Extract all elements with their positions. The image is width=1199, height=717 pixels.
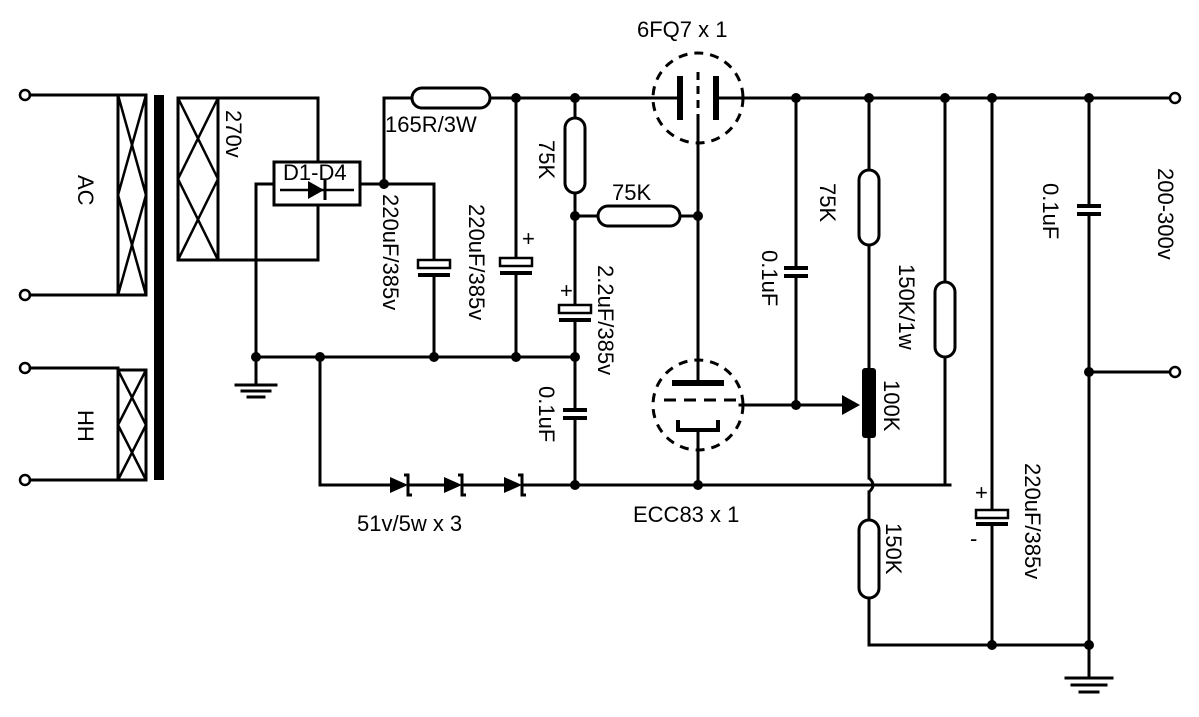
label-r-75k-b: 75K <box>612 180 651 205</box>
capacitor-0u1-c <box>1077 96 1101 680</box>
svg-text:+: + <box>975 480 988 505</box>
capacitor-0u1-a <box>563 408 587 487</box>
label-c-01-b: 0.1uF <box>757 250 782 306</box>
label-hh: HH <box>73 410 98 442</box>
diode-bridge <box>272 160 362 207</box>
capacitor-c1 <box>416 256 452 359</box>
label-output: 200-300v <box>1153 168 1178 260</box>
resistor-150k <box>857 518 881 600</box>
label-r-75k-a: 75K <box>534 140 559 179</box>
potentiometer-100k <box>842 368 876 438</box>
svg-text:+: + <box>560 278 573 303</box>
capacitor-2u2: + <box>557 278 593 412</box>
label-r-75k-c: 75K <box>815 183 840 222</box>
zener-diodes <box>390 473 526 497</box>
tube-6fq7 <box>638 51 762 150</box>
label-270v: 270v <box>221 110 246 158</box>
label-r-165: 165R/3W <box>385 112 477 137</box>
label-c3: 220uF/385v <box>1020 463 1045 579</box>
label-zener: 51v/5w x 3 <box>357 511 462 536</box>
svg-text:+: + <box>522 226 535 251</box>
capacitor-c3: + - <box>970 96 1010 647</box>
label-r-150k: 150K <box>881 523 906 575</box>
ground-right <box>1064 676 1114 694</box>
tube-ecc83 <box>651 358 850 487</box>
transformer-core <box>154 95 164 480</box>
label-c2: 220uF/385v <box>464 204 489 320</box>
label-tube2: ECC83 x 1 <box>633 502 739 527</box>
ac-input-terminals <box>18 88 120 302</box>
label-diode-bridge: D1-D4 <box>283 160 347 185</box>
hh-input-terminals <box>18 361 120 487</box>
capacitor-c2: + <box>498 96 535 359</box>
label-pot-100k: 100K <box>879 380 904 432</box>
label-tube1: 6FQ7 x 1 <box>637 17 727 42</box>
label-ac: AC <box>73 175 98 206</box>
resistor-75k-a <box>563 116 587 195</box>
heater-winding-hh <box>116 368 148 482</box>
ground-left <box>234 383 278 399</box>
resistor-165r <box>410 86 492 110</box>
label-c-22: 2.2uF/385v <box>593 265 618 375</box>
label-c-01-a: 0.1uF <box>534 386 559 442</box>
resistor-75k-b <box>596 204 682 228</box>
resistor-75k-c <box>857 168 881 247</box>
label-c1: 220uF/385v <box>378 194 403 310</box>
svg-text:-: - <box>970 526 977 551</box>
capacitor-0u1-b <box>784 96 808 407</box>
secondary-winding-270v <box>176 96 220 262</box>
label-r-150k-1w: 150K/1w <box>894 264 919 350</box>
resistor-150k-1w <box>933 280 957 359</box>
label-c-01-c: 0.1uF <box>1038 183 1063 239</box>
primary-winding-ac <box>116 93 148 297</box>
